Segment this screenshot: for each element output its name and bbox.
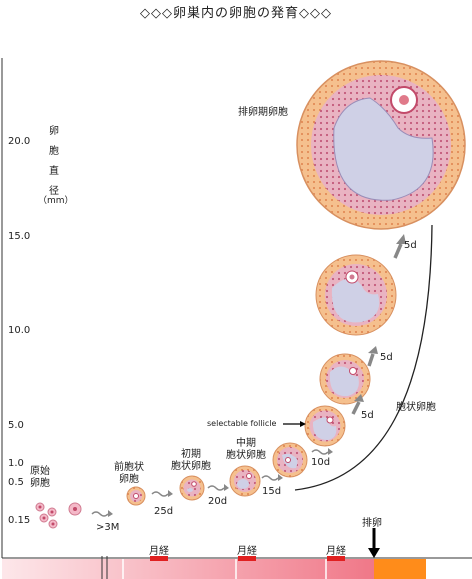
y-tick-15: 15.0 [8,231,31,242]
duration-25d: 25d [154,506,174,517]
y-tick-20: 20.0 [8,136,31,147]
y-axis-unit: （mm） [38,196,74,206]
progress-arrows [91,449,329,517]
early-antral-follicle [179,475,205,501]
menses-label-1: 月経 [149,546,169,557]
duration-15d: 15d [262,486,282,497]
menses-label-3: 月経 [326,546,346,557]
straight-arrows [351,243,403,415]
duration-3m: >3M [96,522,120,533]
y-tick-5: 5.0 [8,420,24,431]
y-tick-10: 10.0 [8,325,31,336]
mid-antral-follicle-1 [229,465,261,497]
stage-preovulatory: 排卵期卵胞 [238,107,288,118]
primordial-follicles [35,502,82,529]
antral-follicle-3 [319,353,371,405]
duration-5d-3: 5d [404,240,417,251]
duration-10d: 10d [311,457,331,468]
duration-20d: 20d [208,496,228,507]
y-tick-1: 1.0 [8,458,24,469]
y-tick-0-15: 0.15 [8,515,31,526]
menses-marker-1 [150,556,168,561]
selectable-follicle-label: selectable follicle [207,419,277,428]
selectable-follicle [304,405,346,447]
stage-early-antral: 初期 胞状卵胞 [171,449,211,472]
diagram-title: ◇◇◇卵巣内の卵胞の発育◇◇◇ [140,6,332,21]
duration-5d-2: 5d [380,352,393,363]
stage-antral: 胞状卵胞 [396,402,436,413]
stage-mid-antral: 中期 胞状卵胞 [226,438,266,461]
cycle-bar [2,559,374,579]
menses-label-2: 月経 [237,546,257,557]
y-axis-label: 卵 胞 直 径 [49,126,59,197]
stage-primordial: 原始 卵胞 [30,466,50,489]
growth-curve [294,224,433,491]
mid-antral-follicle-2 [272,442,308,478]
menses-marker-2 [238,556,256,561]
preantral-follicle [126,486,146,506]
antral-follicle-4 [315,254,397,336]
ovulation-label: 排卵 [362,518,382,529]
menses-marker-3 [327,556,345,561]
y-tick-0-5: 0.5 [8,477,24,488]
preovulatory-follicle [296,60,466,230]
duration-5d-1: 5d [361,410,374,421]
ovulation-bar [374,559,426,579]
stage-preantral: 前胞状 卵胞 [114,462,144,485]
